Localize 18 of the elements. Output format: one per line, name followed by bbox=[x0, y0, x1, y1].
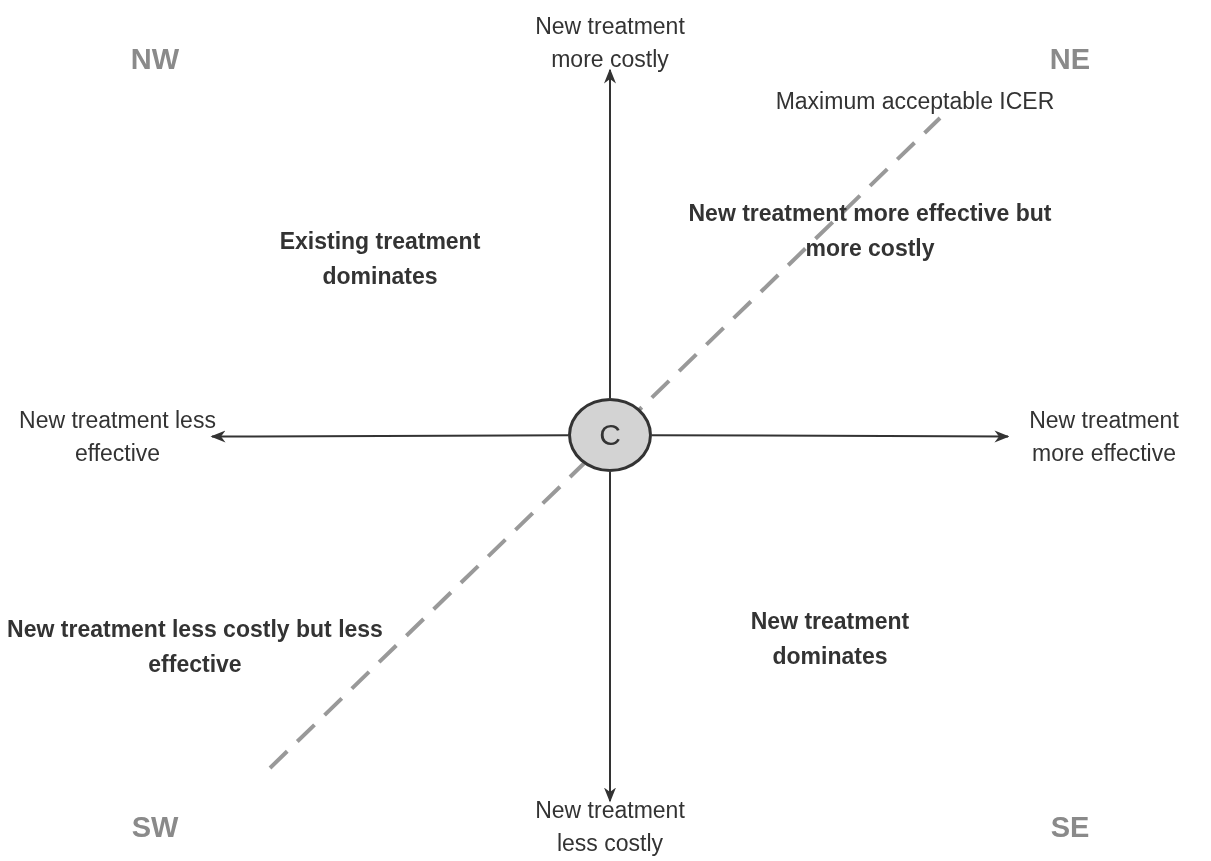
axis-arrow bbox=[604, 471, 616, 803]
axis-label: New treatment more effective bbox=[1000, 402, 1208, 472]
axis-arrow bbox=[604, 68, 616, 399]
axis-label: New treatment more costly bbox=[515, 8, 705, 78]
quadrant-description: New treatment dominates bbox=[749, 607, 911, 671]
axis-label: New treatment less costly bbox=[515, 793, 705, 861]
quadrant-description: New treatment more effective but more costly bbox=[687, 199, 1053, 263]
origin-circle: C bbox=[568, 398, 652, 472]
axis-arrow bbox=[651, 430, 1010, 443]
quadrant-label: SW bbox=[130, 810, 180, 845]
axis-label: New treatment less effective bbox=[15, 402, 220, 472]
quadrant-label: NE bbox=[1048, 42, 1092, 77]
quadrant-description: Existing treatment dominates bbox=[278, 227, 482, 291]
quadrant-label: NW bbox=[129, 42, 181, 77]
quadrant-description: New treatment less costly but less effective bbox=[6, 615, 384, 679]
threshold-label: Maximum acceptable ICER bbox=[774, 87, 1056, 116]
quadrant-label: SE bbox=[1049, 810, 1091, 845]
axis-arrow bbox=[210, 430, 569, 443]
